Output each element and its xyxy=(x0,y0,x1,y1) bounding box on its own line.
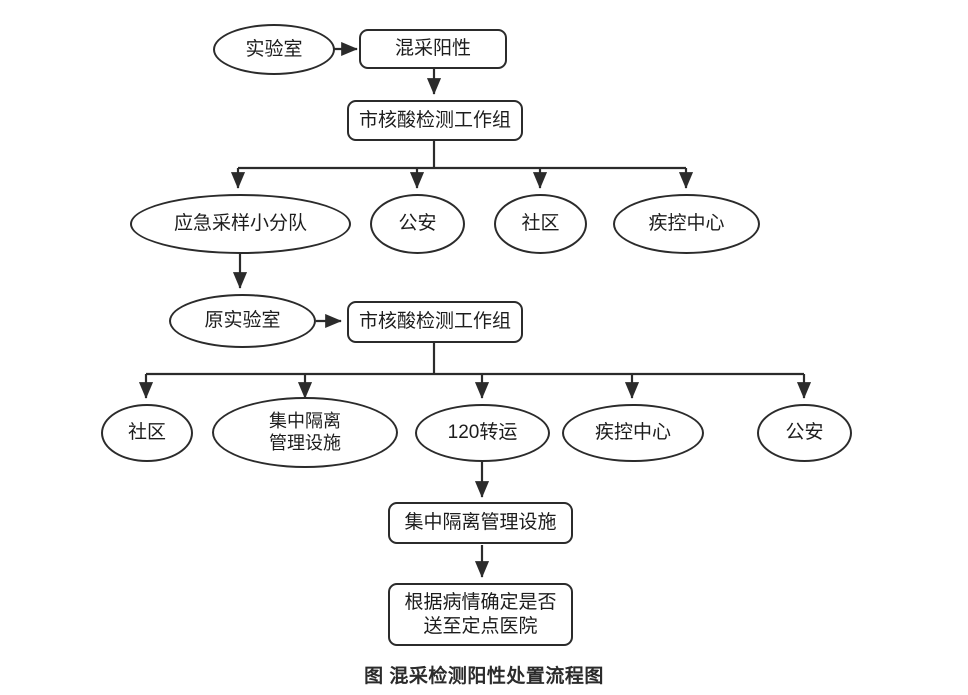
node-police-2[interactable]: 公安 xyxy=(757,404,852,462)
node-transfer-120[interactable]: 120转运 xyxy=(415,404,550,462)
figure-caption: 图 混采检测阳性处置流程图 xyxy=(364,666,604,687)
node-lab[interactable]: 实验室 xyxy=(213,24,335,75)
node-pooled-positive[interactable]: 混采阳性 xyxy=(359,29,507,69)
node-community-2[interactable]: 社区 xyxy=(101,404,193,462)
node-police-1[interactable]: 公安 xyxy=(370,194,465,254)
node-cdc-1[interactable]: 疾控中心 xyxy=(613,194,760,254)
node-quarantine-facility-1[interactable]: 集中隔离 管理设施 xyxy=(212,397,398,468)
node-emergency-sampling-team[interactable]: 应急采样小分队 xyxy=(130,194,351,254)
node-quarantine-facility-2[interactable]: 集中隔离管理设施 xyxy=(388,502,573,544)
node-community-1[interactable]: 社区 xyxy=(494,194,587,254)
node-city-workgroup-2[interactable]: 市核酸检测工作组 xyxy=(347,301,523,343)
node-hospital-decision[interactable]: 根据病情确定是否 送至定点医院 xyxy=(388,583,573,646)
node-city-workgroup-1[interactable]: 市核酸检测工作组 xyxy=(347,100,523,141)
node-original-lab[interactable]: 原实验室 xyxy=(169,294,316,348)
node-cdc-2[interactable]: 疾控中心 xyxy=(562,404,704,462)
